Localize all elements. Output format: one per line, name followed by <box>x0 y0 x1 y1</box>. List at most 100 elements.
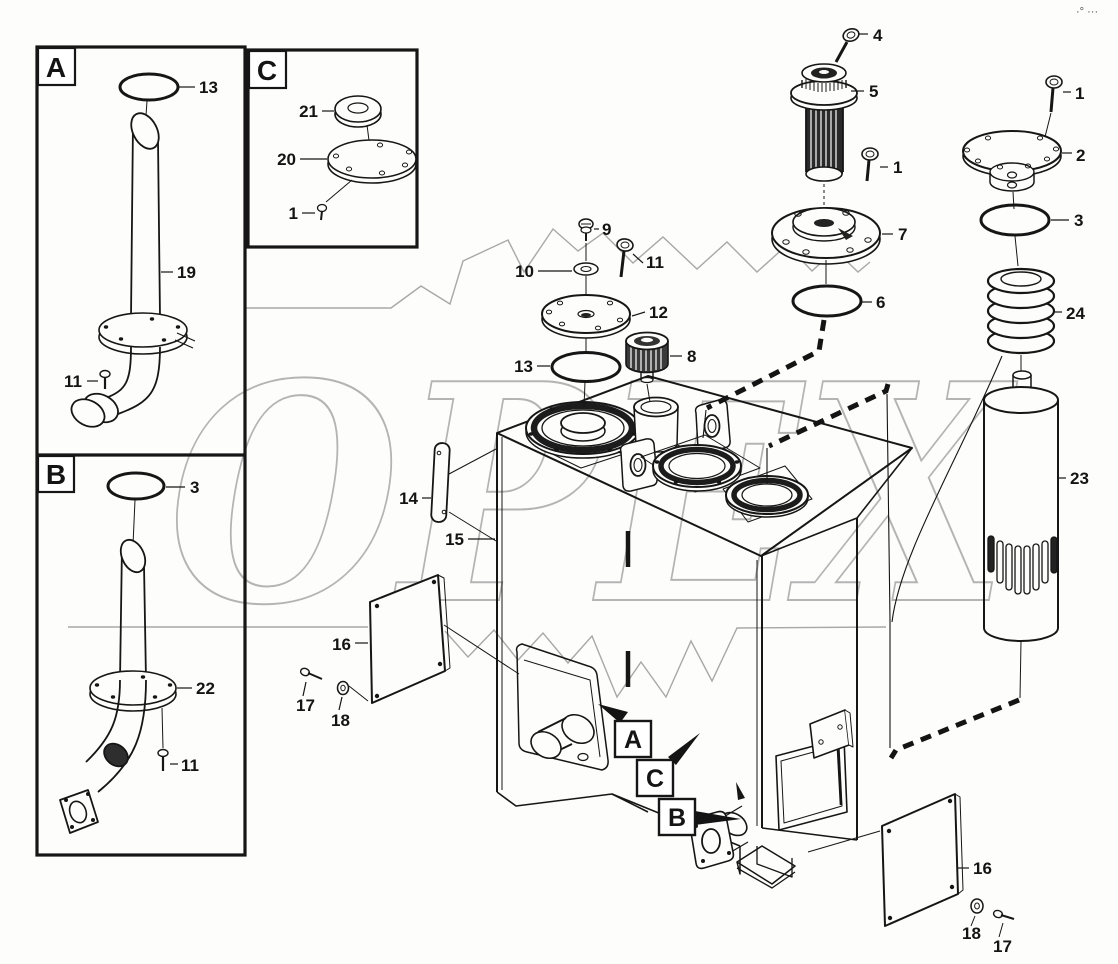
o-ring-6 <box>791 284 863 318</box>
bolt-1-right <box>1045 75 1063 113</box>
tank-pad-plate <box>809 709 854 759</box>
screw-9 <box>578 218 594 241</box>
callout-11-center: 11 <box>646 253 664 272</box>
detail-box-a-tag <box>36 46 77 87</box>
tank-right-foot <box>756 846 793 878</box>
callout-17-left: 17 <box>296 696 315 715</box>
cover-plate-16-left <box>369 574 451 704</box>
callout-4: 4 <box>873 26 883 45</box>
bolt-11-center <box>616 238 634 278</box>
washer-18-right <box>970 898 984 914</box>
callout-20: 20 <box>277 150 296 169</box>
leg-drain-hole <box>577 752 589 762</box>
callout-3-right: 3 <box>1074 211 1083 230</box>
tank-top-fittings <box>525 396 813 523</box>
filter-slots <box>987 535 1058 595</box>
pipe-19-elbow <box>70 346 161 428</box>
suction-filter-23 <box>983 370 1059 642</box>
cover-plate-column <box>541 218 669 408</box>
detail-box-c-tag <box>247 49 288 90</box>
callout-12: 12 <box>649 303 668 322</box>
callout-24: 24 <box>1066 304 1085 323</box>
flange-7 <box>771 207 881 265</box>
callout-labels: 13 19 11 3 22 11 21 20 1 4 5 1 7 6 9 10 … <box>64 26 1089 956</box>
detail-box-a-letter: A <box>46 52 66 83</box>
tank-right-leg <box>736 845 796 885</box>
o-ring-13-a <box>118 72 180 102</box>
corner-mark: ·° ··· <box>1076 6 1098 18</box>
breather-8 <box>625 331 669 384</box>
strainer-5 <box>790 63 858 182</box>
cover-plate-16-right <box>881 793 964 927</box>
callout-17-right: 17 <box>993 937 1012 956</box>
watermark-text: OPEX <box>137 319 1041 671</box>
hydraulic-tank-body <box>496 375 913 889</box>
view-a-letter: A <box>624 726 642 754</box>
view-markers: A C B <box>598 704 741 837</box>
callout-9: 9 <box>602 220 611 239</box>
strainer-cap-knurl <box>801 63 847 92</box>
bolt-1-center <box>861 147 879 182</box>
callout-6: 6 <box>876 293 885 312</box>
callout-7: 7 <box>898 225 907 244</box>
strip-14 <box>430 442 451 523</box>
callout-1-c: 1 <box>289 204 298 223</box>
callout-15: 15 <box>445 530 464 549</box>
tank-left-leg-bottom <box>496 791 649 813</box>
callout-19: 19 <box>177 263 196 282</box>
bolt-17-left <box>299 667 323 680</box>
o-ring-3-b <box>106 471 166 501</box>
callout-18-left: 18 <box>331 711 350 730</box>
pipe-19 <box>130 112 161 319</box>
spring-24 <box>986 267 1056 355</box>
weld-mark <box>736 782 745 800</box>
flange-20 <box>327 139 417 184</box>
dashed-leader-ring3 <box>767 383 891 449</box>
lifting-ear-left <box>619 438 658 492</box>
callout-leader-lines <box>87 33 1072 869</box>
callout-3-b: 3 <box>190 478 199 497</box>
washer-10 <box>573 262 599 276</box>
view-a-box <box>613 719 653 759</box>
filler-ring-band <box>530 402 636 454</box>
bolt-4 <box>834 27 860 63</box>
callout-22: 22 <box>196 679 215 698</box>
detail-box-b-tag <box>36 454 76 494</box>
top-flange-ring-center <box>640 434 761 493</box>
o-ring-3-right <box>979 203 1051 237</box>
washer-18-left <box>336 680 350 696</box>
pipe-19-flange <box>98 312 196 355</box>
dashed-leader-oring6 <box>705 319 827 411</box>
tank-left-recess <box>515 643 609 771</box>
view-b-letter: B <box>668 804 686 832</box>
detail-c-cover-assembly <box>316 95 417 221</box>
dashed-leader-filter <box>888 697 1020 760</box>
detail-a-suction-pipe-assembly <box>70 72 196 428</box>
bolt-17-right <box>992 909 1015 920</box>
filler-neck <box>560 412 606 434</box>
detail-box-c-frame <box>246 48 419 249</box>
view-c-arrow <box>668 733 700 765</box>
top-flange-ring-right <box>722 465 813 523</box>
filler-strainer-assembly <box>771 27 881 318</box>
callout-11-b: 11 <box>181 756 199 775</box>
callout-21: 21 <box>299 102 318 121</box>
view-c-letter: C <box>646 765 664 793</box>
callout-8: 8 <box>687 347 696 366</box>
tank-suction-stub <box>530 713 595 760</box>
detail-box-c-letter: C <box>257 55 277 86</box>
pipe-22-tube <box>119 538 147 681</box>
callout-16-left: 16 <box>332 635 351 654</box>
callout-11-a: 11 <box>64 372 82 391</box>
washer-21 <box>334 95 382 128</box>
callout-10: 10 <box>515 262 534 281</box>
callout-13-center: 13 <box>514 357 533 376</box>
callout-16-right: 16 <box>973 859 992 878</box>
callout-14: 14 <box>399 489 418 508</box>
callout-1-center: 1 <box>893 158 902 177</box>
view-b-arrow <box>695 811 741 825</box>
flange-22 <box>89 670 177 712</box>
view-c-box <box>635 758 675 798</box>
